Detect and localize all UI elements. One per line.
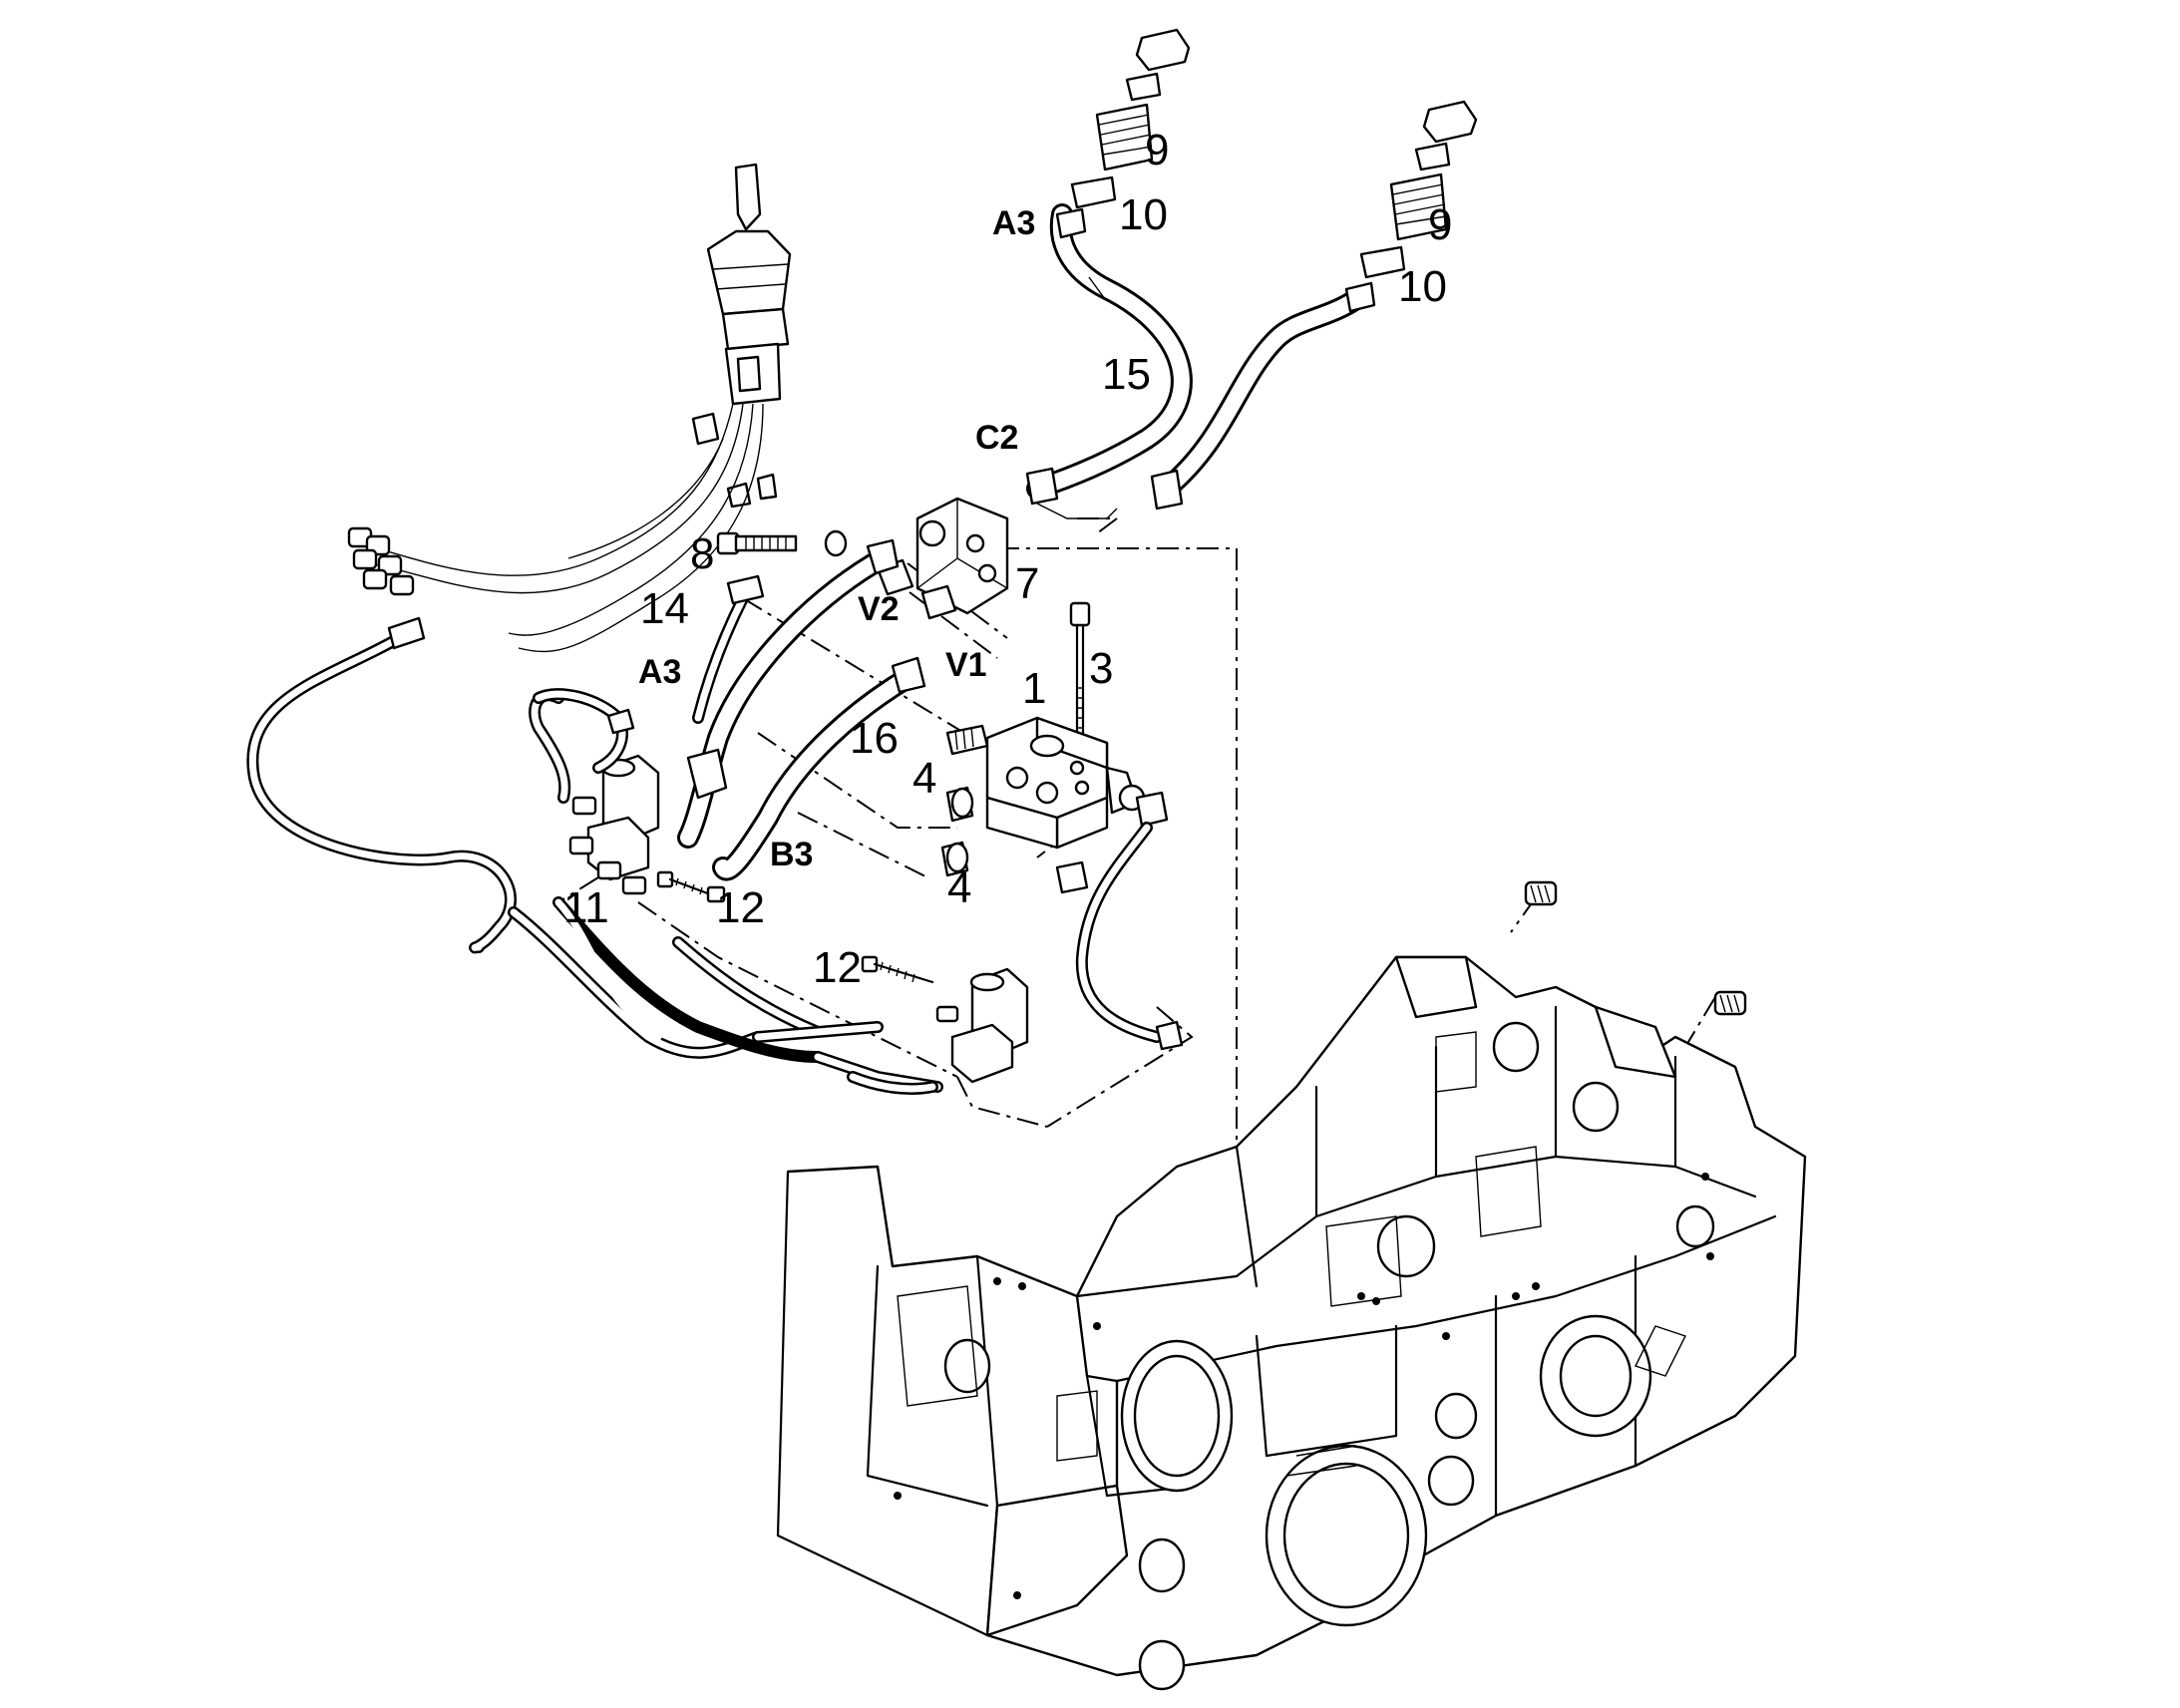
callout-15: 15 (1102, 350, 1151, 399)
callout-labels: 1 3 4 4 7 8 9 9 10 10 11 12 12 14 15 16 (563, 126, 1452, 992)
port-label-a3-left: A3 (638, 653, 681, 691)
spring-right (1713, 990, 1747, 1016)
port-label-a3-top: A3 (992, 204, 1035, 242)
callout-14: 14 (640, 584, 689, 633)
hose-right-assembly (1036, 100, 1478, 519)
fitting-4-lower (940, 841, 969, 877)
fitting-9-right (1389, 100, 1478, 241)
bolt-8 (716, 529, 848, 557)
callout-16: 16 (850, 714, 899, 763)
pilot-lines (246, 574, 1184, 1095)
chassis-frame (776, 880, 1807, 1691)
callout-3: 3 (1089, 644, 1113, 693)
callout-10-top: 10 (1119, 190, 1168, 239)
callout-1: 1 (1022, 664, 1046, 713)
valve-block-1 (945, 716, 1146, 850)
callout-10-right: 10 (1398, 262, 1447, 311)
spring-left (1524, 880, 1558, 906)
port-label-v1: V1 (945, 646, 987, 684)
callout-11: 11 (563, 883, 609, 932)
fitting-10-top (1055, 175, 1117, 239)
callout-4-lower: 4 (947, 863, 971, 912)
callout-9-top: 9 (1145, 126, 1169, 174)
port-labels: A3 A3 C2 V1 V2 B3 (638, 204, 1035, 873)
solenoid-valve-11 (568, 754, 660, 895)
fitting-10-right (1344, 245, 1406, 313)
harness-connector-bundle (347, 526, 415, 596)
callout-7: 7 (1015, 559, 1039, 608)
fitting-4-upper (945, 786, 974, 823)
bolt-12-left (656, 870, 726, 903)
callout-12-left: 12 (716, 883, 765, 932)
callout-12-lower: 12 (813, 943, 862, 992)
hose-15-assembly (1025, 28, 1193, 506)
port-label-c2: C2 (975, 419, 1018, 457)
callout-8: 8 (690, 529, 714, 578)
solenoid-valve-lower (935, 967, 1029, 1084)
plug-fitting (1055, 791, 1169, 894)
callout-4-upper: 4 (912, 754, 936, 803)
bolt-3 (1069, 601, 1091, 740)
bolt-12-lower (861, 955, 934, 984)
joystick-assembly (347, 163, 792, 653)
callout-9-right: 9 (1428, 200, 1452, 249)
port-label-v2: V2 (858, 590, 900, 628)
hose-16 (686, 656, 926, 881)
hose-14 (677, 538, 900, 849)
port-label-b3: B3 (770, 836, 813, 873)
fitting-9-top (1095, 28, 1191, 171)
